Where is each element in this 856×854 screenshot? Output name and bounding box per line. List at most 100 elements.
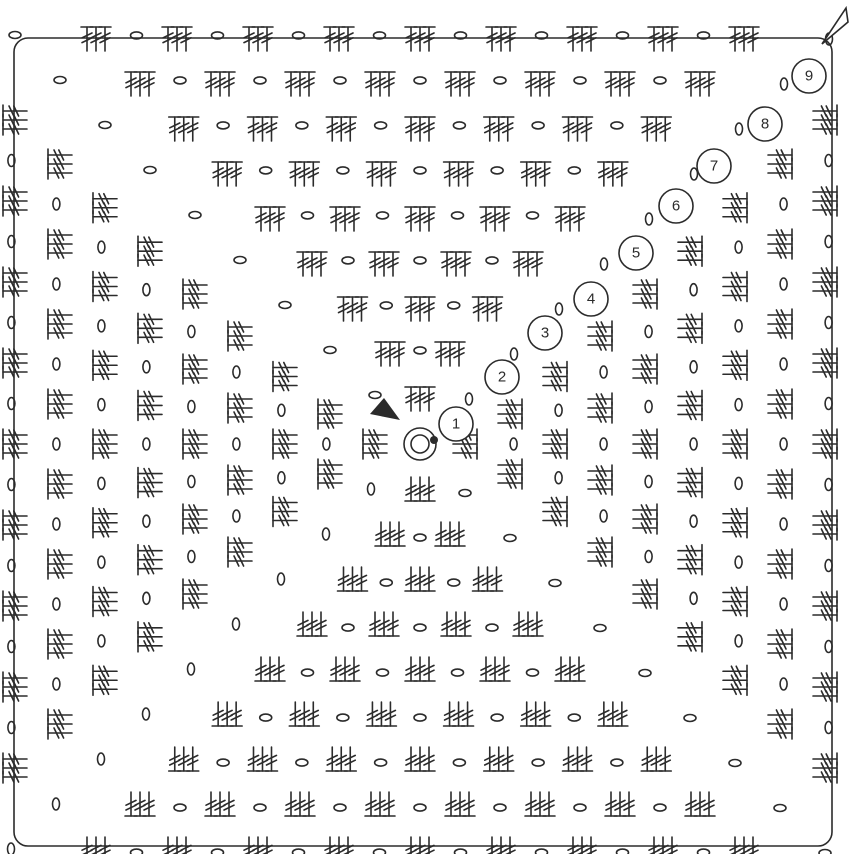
treble-stitch-symbol	[187, 747, 199, 771]
chain-stitch-symbol	[600, 438, 607, 450]
chain-stitch-symbol	[188, 326, 195, 338]
chain-stitch-symbol	[780, 198, 787, 210]
chain-stitch-symbol	[568, 714, 580, 721]
chain-stitch-symbol	[825, 722, 832, 734]
treble-stitch-symbol	[230, 162, 242, 186]
treble-stitch-symbol	[387, 612, 399, 636]
treble-stitch-symbol	[318, 399, 342, 411]
treble-stitch-symbol	[678, 254, 702, 266]
chain-stitch-symbol	[825, 236, 832, 248]
chain-stitch-symbol	[774, 805, 786, 812]
treble-stitch-symbol	[171, 27, 183, 51]
round-label-8: 8	[748, 107, 782, 141]
treble-stitch-symbol	[659, 747, 671, 771]
treble-stitch-symbol	[678, 236, 702, 248]
treble-stitch-symbol	[666, 27, 678, 51]
treble-stitch-symbol	[405, 387, 417, 411]
treble-stitch-symbol	[678, 408, 702, 420]
treble-stitch-symbol	[768, 398, 792, 410]
treble-stitch-symbol	[539, 162, 551, 186]
treble-stitch-symbol	[298, 702, 310, 726]
chain-stitch-symbol	[260, 714, 272, 721]
treble-stitch-symbol	[3, 510, 27, 522]
treble-stitch-symbol	[473, 567, 485, 591]
chain-stitch-symbol	[260, 167, 272, 174]
treble-stitch-symbol	[205, 792, 217, 816]
treble-stitch-symbol	[183, 513, 207, 525]
treble-stitch-symbol	[335, 117, 347, 141]
treble-stitch-symbol	[633, 513, 657, 525]
treble-stitch-symbol	[285, 72, 297, 96]
treble-stitch-symbol	[93, 438, 117, 450]
treble-stitch-symbol	[768, 407, 792, 419]
treble-stitch-symbol	[768, 327, 792, 339]
treble-stitch-symbol	[348, 657, 360, 681]
treble-stitch-symbol	[489, 657, 501, 681]
chain-stitch-symbol	[324, 347, 336, 354]
treble-stitch-symbol	[813, 591, 837, 603]
round-label-5: 5	[619, 236, 653, 270]
treble-stitch-symbol	[678, 631, 702, 643]
treble-stitch-symbol	[454, 72, 466, 96]
chain-stitch-symbol	[143, 515, 150, 527]
treble-stitch-symbol	[48, 558, 72, 570]
chain-stitch-symbol	[729, 760, 741, 767]
treble-stitch-symbol	[678, 399, 702, 411]
treble-stitch-symbol	[641, 117, 653, 141]
chain-stitch-symbol	[825, 641, 832, 653]
chain-stitch-symbol	[819, 850, 831, 854]
chain-stitch-symbol	[690, 361, 697, 373]
chain-stitch-symbol	[453, 759, 465, 766]
chain-stitch-symbol	[98, 635, 105, 647]
treble-stitch-symbol	[347, 297, 359, 321]
treble-stitch-symbol	[306, 252, 318, 276]
treble-stitch-symbol	[445, 72, 457, 96]
chain-stitch-symbol	[380, 302, 392, 309]
chain-stitch-symbol	[414, 167, 426, 174]
chain-stitch-symbol	[53, 358, 60, 370]
treble-stitch-symbol	[374, 792, 386, 816]
treble-stitch-symbol	[633, 288, 657, 300]
treble-stitch-symbol	[93, 665, 117, 677]
treble-stitch-symbol	[462, 702, 474, 726]
treble-stitch-symbol	[813, 771, 837, 783]
treble-stitch-symbol	[138, 554, 162, 566]
treble-stitch-symbol	[48, 309, 72, 321]
chain-stitch-symbol	[504, 535, 516, 542]
treble-stitch-symbol	[522, 612, 534, 636]
treble-stitch-symbol	[435, 342, 447, 366]
treble-stitch-symbol	[369, 252, 381, 276]
treble-stitch-symbol	[435, 522, 447, 546]
svg-text:7: 7	[710, 158, 718, 175]
treble-stitch-symbol	[678, 322, 702, 334]
treble-stitch-symbol	[273, 657, 285, 681]
treble-stitch-symbol	[405, 117, 417, 141]
treble-stitch-symbol	[633, 522, 657, 534]
treble-stitch-symbol	[93, 587, 117, 599]
treble-stitch-symbol	[375, 702, 387, 726]
treble-stitch-symbol	[405, 27, 417, 51]
treble-stitch-symbol	[723, 368, 747, 380]
treble-stitch-symbol	[678, 640, 702, 652]
treble-stitch-symbol	[486, 27, 498, 51]
treble-stitch-symbol	[723, 605, 747, 617]
treble-stitch-symbol	[93, 350, 117, 362]
chain-stitch-symbol	[342, 624, 354, 631]
treble-stitch-symbol	[228, 555, 252, 567]
treble-stitch-symbol	[138, 408, 162, 420]
treble-stitch-symbol	[498, 477, 522, 489]
treble-stitch-symbol	[125, 72, 137, 96]
chain-stitch-symbol	[414, 347, 426, 354]
chain-stitch-symbol	[254, 804, 266, 811]
treble-stitch-symbol	[678, 390, 702, 402]
treble-stitch-symbol	[623, 72, 635, 96]
treble-stitch-symbol	[498, 399, 522, 411]
treble-stitch-symbol	[326, 117, 338, 141]
treble-stitch-symbol	[93, 605, 117, 617]
treble-stitch-symbol	[607, 702, 619, 726]
treble-stitch-symbol	[264, 207, 276, 231]
treble-stitch-symbol	[588, 474, 612, 486]
treble-stitch-symbol	[99, 27, 111, 51]
chain-stitch-symbol	[510, 438, 517, 450]
